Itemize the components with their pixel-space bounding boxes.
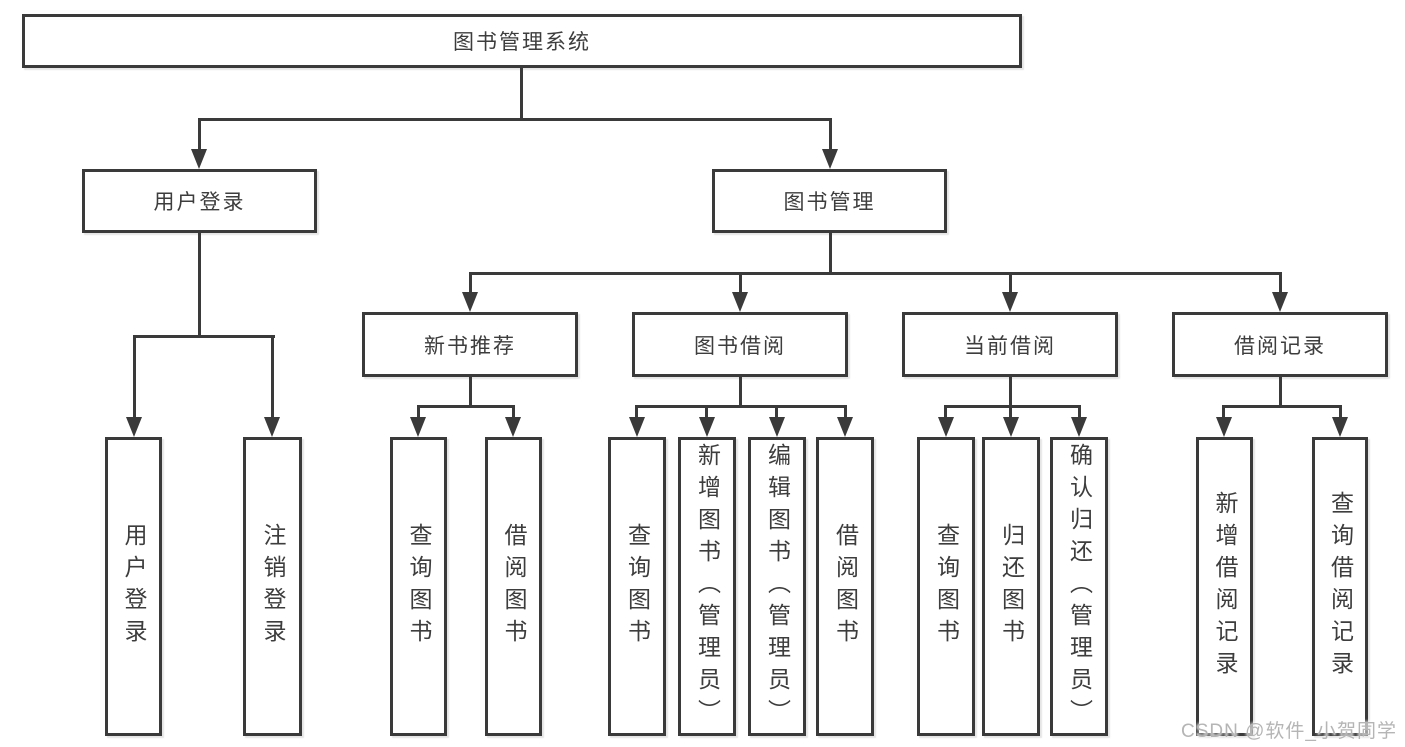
connector-drop-leaf [944,405,947,419]
connector-book-mgmt-stem [829,231,832,275]
leaf-borrow-edit: 编辑图书（管理员） [748,437,806,736]
connector-drop-leaf [775,405,778,419]
node-records-label: 借阅记录 [1234,334,1326,358]
leaf-label: 查询借阅记录 [1327,490,1354,683]
node-book-mgmt-label: 图书管理 [783,191,876,214]
connector-drop-leaf [271,335,274,419]
node-new-book-label: 新书推荐 [424,334,516,358]
connector-records-spread [1223,405,1342,408]
leaf-current-return: 归还图书 [982,437,1040,736]
leaf-new-book-query: 查询图书 [390,437,447,736]
node-user-login: 用户登录 [82,169,317,233]
leaf-logout: 注销登录 [243,437,302,736]
connector-drop-leaf [1339,405,1342,419]
arrow-down-icon [410,417,426,437]
connector-drop-book-mgmt [829,118,832,151]
leaf-label: 新增借阅记录 [1212,490,1238,683]
arrow-down-icon [938,417,954,437]
connector-borrow-spread [636,405,847,408]
connector-drop-leaf [1009,405,1012,419]
node-root-label: 图书管理系统 [453,31,591,54]
leaf-label: 查询图书 [933,522,960,651]
connector-user-login-spread [133,335,275,338]
connector-drop-new-book [469,272,472,294]
connector-user-login-stem [198,231,201,338]
node-current: 当前借阅 [902,312,1118,377]
node-root: 图书管理系统 [22,14,1022,68]
arrow-down-icon [837,417,853,437]
arrow-down-icon [264,417,280,437]
arrow-down-icon [769,417,785,437]
connector-drop-leaf [635,405,638,419]
arrow-down-icon [1002,292,1018,312]
arrow-down-icon [1003,417,1019,437]
leaf-label: 借阅图书 [832,522,859,651]
connector-drop-current [1009,272,1012,294]
connector-borrow-stem [739,375,742,408]
node-new-book: 新书推荐 [362,312,578,377]
arrow-down-icon [1272,292,1288,312]
leaf-label: 归还图书 [998,522,1025,651]
leaf-records-add: 新增借阅记录 [1196,437,1253,736]
connector-drop-leaf [133,335,136,419]
leaf-label: 借阅图书 [501,522,527,651]
arrow-down-icon [732,292,748,312]
connector-drop-leaf [844,405,847,419]
arrow-down-icon [629,417,645,437]
leaf-label: 注销登录 [260,522,286,651]
leaf-label: 查询图书 [624,522,651,651]
connector-drop-borrow [739,272,742,294]
leaf-borrow-borrow: 借阅图书 [816,437,874,736]
connector-current-stem [1009,375,1012,408]
connector-new-book-spread [417,405,515,408]
connector-drop-records [1279,272,1282,294]
watermark: CSDN @软件_小贺同学 [1181,721,1397,742]
leaf-new-book-borrow: 借阅图书 [485,437,542,736]
leaf-records-query: 查询借阅记录 [1312,437,1368,736]
arrow-down-icon [126,417,142,437]
connector-level1 [198,118,832,121]
connector-drop-leaf [417,405,420,419]
connector-drop-leaf [705,405,708,419]
leaf-label: 查询图书 [406,522,432,651]
connector-current-spread [945,405,1081,408]
arrow-down-icon [462,292,478,312]
leaf-user-login: 用户登录 [105,437,162,736]
leaf-label: 确认归还（管理员） [1066,442,1093,731]
leaf-label: 编辑图书（管理员） [764,442,791,731]
leaf-label: 新增图书（管理员） [694,442,721,731]
leaf-borrow-add: 新增图书（管理员） [678,437,736,736]
arrow-down-icon [1071,417,1087,437]
leaf-current-confirm: 确认归还（管理员） [1050,437,1108,736]
connector-drop-leaf [512,405,515,419]
node-current-label: 当前借阅 [964,334,1056,358]
arrow-down-icon [505,417,521,437]
node-user-login-label: 用户登录 [153,191,246,214]
connector-drop-leaf [1222,405,1225,419]
connector-level3 [469,272,1282,275]
arrow-down-icon [1216,417,1232,437]
leaf-current-query: 查询图书 [917,437,975,736]
arrow-down-icon [699,417,715,437]
connector-new-book-stem [469,375,472,408]
node-book-mgmt: 图书管理 [712,169,947,233]
node-records: 借阅记录 [1172,312,1388,377]
arrow-down-icon [822,149,838,169]
arrow-down-icon [1332,417,1348,437]
connector-drop-leaf [1078,405,1081,419]
node-borrow: 图书借阅 [632,312,848,377]
leaf-label: 用户登录 [121,522,147,651]
leaf-borrow-query: 查询图书 [608,437,666,736]
connector-records-stem [1279,375,1282,408]
node-borrow-label: 图书借阅 [694,334,786,358]
connector-drop-user-login [198,118,201,151]
connector-trunk [520,66,523,120]
arrow-down-icon [191,149,207,169]
